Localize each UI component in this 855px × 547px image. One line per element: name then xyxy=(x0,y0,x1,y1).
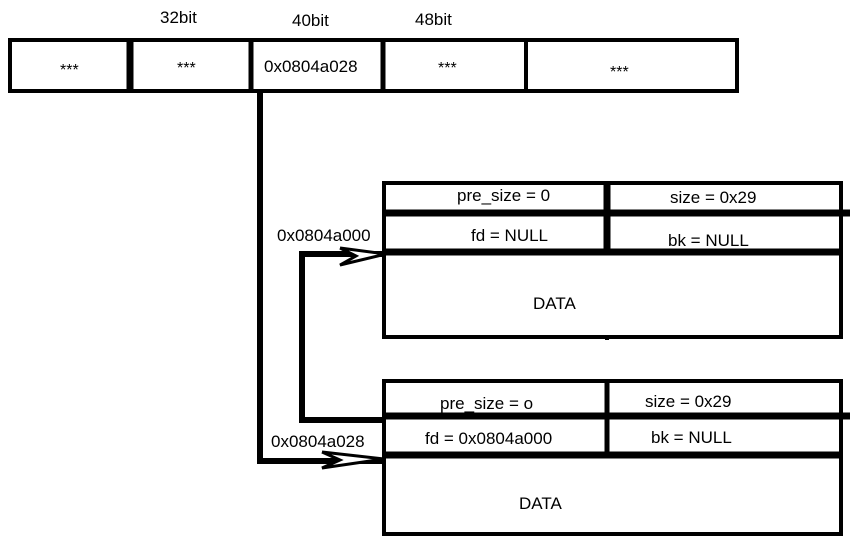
bit-label-40: 40bit xyxy=(292,11,329,30)
top-cell-0: *** xyxy=(60,62,79,79)
chunk2-size: size = 0x29 xyxy=(645,392,731,411)
top-cell-2: 0x0804a028 xyxy=(264,57,358,76)
bit-label-48: 48bit xyxy=(415,10,452,29)
chunk-2: pre_size = o size = 0x29 fd = 0x0804a000… xyxy=(382,379,850,536)
chunk1-data: DATA xyxy=(533,294,576,313)
chunk2-data: DATA xyxy=(519,494,562,513)
chunk2-bk: bk = NULL xyxy=(651,428,732,447)
chunk-1: pre_size = 0 size = 0x29 fd = NULL bk = … xyxy=(382,181,850,340)
chunk1-address-label: 0x0804a000 xyxy=(277,226,371,245)
top-cell-1: *** xyxy=(177,60,196,77)
top-memory-row: *** *** 0x0804a028 *** *** xyxy=(8,38,739,93)
chunk2-address-label: 0x0804a028 xyxy=(271,432,365,451)
fd-pointer-arrow-to-chunk1 xyxy=(299,246,387,423)
chunk1-bk: bk = NULL xyxy=(668,231,749,250)
top-cell-4: *** xyxy=(610,64,629,81)
chunk2-fd: fd = 0x0804a000 xyxy=(425,429,552,448)
bit-label-32: 32bit xyxy=(160,8,197,27)
pointer-arrow-to-chunk2 xyxy=(257,91,385,470)
chunk1-size: size = 0x29 xyxy=(670,188,756,207)
chunk1-fd: fd = NULL xyxy=(471,226,548,245)
top-cell-3: *** xyxy=(438,60,457,77)
chunk2-pre-size: pre_size = o xyxy=(440,394,533,413)
chunk1-pre-size: pre_size = 0 xyxy=(457,186,550,205)
